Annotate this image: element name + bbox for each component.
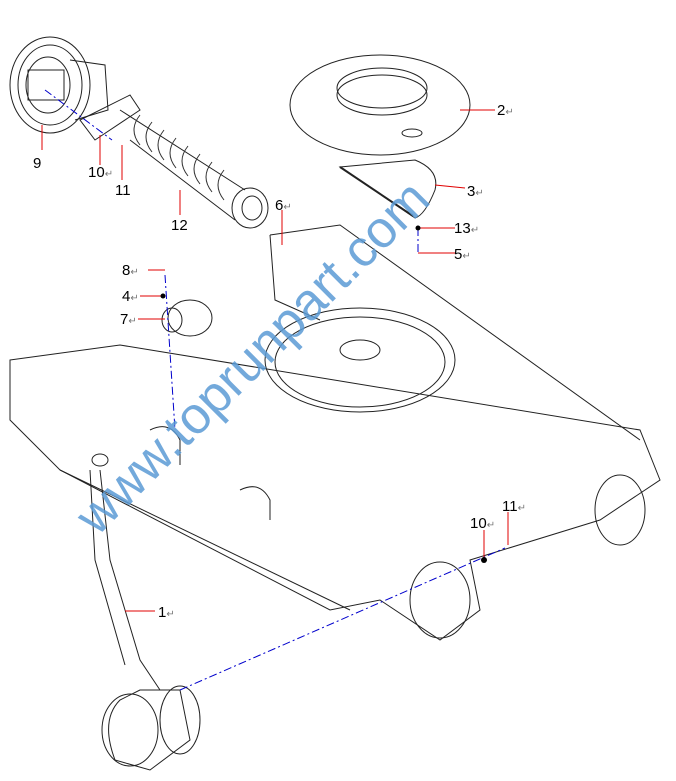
callout-11b: 11↵ (502, 498, 526, 515)
half-cover-plate (338, 159, 437, 219)
recoil-spring (79, 94, 269, 229)
leader-lines (41, 109, 509, 612)
callout-13: 13↵ (454, 220, 480, 237)
callout-11: 11 (115, 182, 131, 199)
center-lines (44, 89, 506, 691)
travel-motor (89, 453, 201, 771)
callout-9: 9 (33, 155, 42, 172)
idler-wheel (9, 36, 109, 134)
callout-12: 12 (171, 217, 188, 234)
callout-6: 6↵ (275, 197, 292, 214)
callout-10b: 10↵ (470, 515, 496, 532)
track-roller (161, 299, 213, 337)
callout-8: 8↵ (122, 262, 139, 279)
track-frame (9, 224, 661, 641)
callout-4: 4↵ (122, 288, 139, 305)
callout-2: 2↵ (497, 102, 514, 119)
swing-cover-plate (289, 54, 471, 156)
callout-5: 5↵ (454, 246, 471, 263)
callout-3: 3↵ (467, 183, 484, 200)
callout-7: 7↵ (120, 311, 137, 328)
callout-10: 10↵ (88, 164, 114, 181)
callout-1: 1↵ (158, 604, 175, 621)
